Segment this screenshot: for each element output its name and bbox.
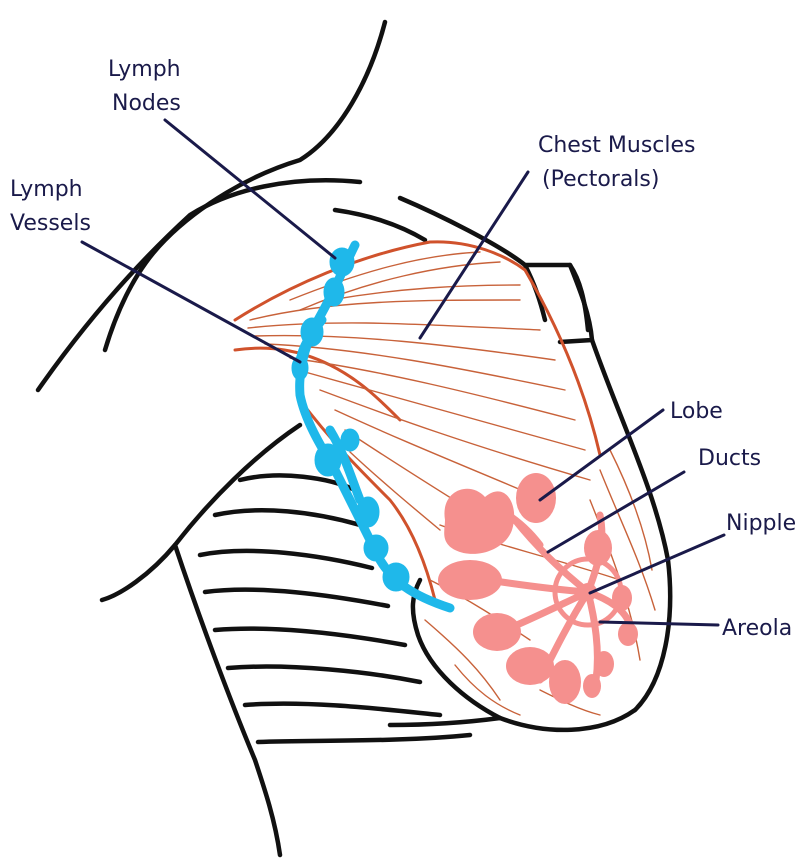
lobe: [516, 473, 556, 523]
body-outline: [35, 19, 673, 858]
lobe: [444, 488, 515, 554]
leader-nipple: [588, 533, 726, 595]
lobe: [594, 651, 614, 677]
label-lymph-nodes-line2: Nodes: [112, 91, 181, 116]
lobe: [549, 660, 581, 704]
lymph-node: [329, 247, 355, 277]
leader-ducts: [546, 470, 686, 554]
lymph-node: [314, 443, 342, 477]
lymph-node: [382, 562, 410, 592]
lobe: [618, 622, 638, 646]
leader-areola: [598, 620, 720, 627]
lobe: [612, 585, 632, 611]
lymph-node: [323, 277, 345, 307]
label-chest-muscles-line2: (Pectorals): [542, 167, 659, 192]
label-ducts: Ducts: [698, 446, 761, 471]
label-areola: Areola: [722, 616, 792, 641]
lymph-vessel: [295, 240, 455, 613]
label-lymph-vessels-line2: Vessels: [10, 211, 91, 236]
lymph-node: [363, 534, 389, 562]
lymph-node: [300, 317, 324, 347]
leader-lymph-vessels: [80, 240, 302, 364]
leader-lymph-nodes: [163, 118, 337, 260]
lobe: [473, 613, 521, 651]
leader-chest-muscles: [418, 170, 530, 340]
leader-lines: [80, 118, 726, 627]
lymph-system: [291, 240, 455, 613]
lobe: [438, 560, 502, 600]
lymph-node: [340, 428, 360, 452]
label-lymph-vessels-line1: Lymph: [10, 177, 83, 202]
lobe: [583, 674, 601, 698]
ribs: [197, 473, 473, 745]
lobe: [584, 530, 612, 566]
mammary-gland: [438, 473, 638, 704]
leader-lobe: [538, 408, 665, 502]
lymph-node: [291, 355, 309, 381]
label-lymph-nodes-line1: Lymph: [108, 57, 181, 82]
label-nipple: Nipple: [726, 511, 796, 536]
labels: Lymph Nodes Lymph Vessels Chest Muscles …: [10, 57, 796, 641]
label-lobe: Lobe: [670, 399, 723, 424]
lymph-node: [356, 496, 380, 528]
label-chest-muscles-line1: Chest Muscles: [538, 133, 696, 158]
nipple: [579, 583, 597, 601]
lobe: [506, 647, 554, 685]
